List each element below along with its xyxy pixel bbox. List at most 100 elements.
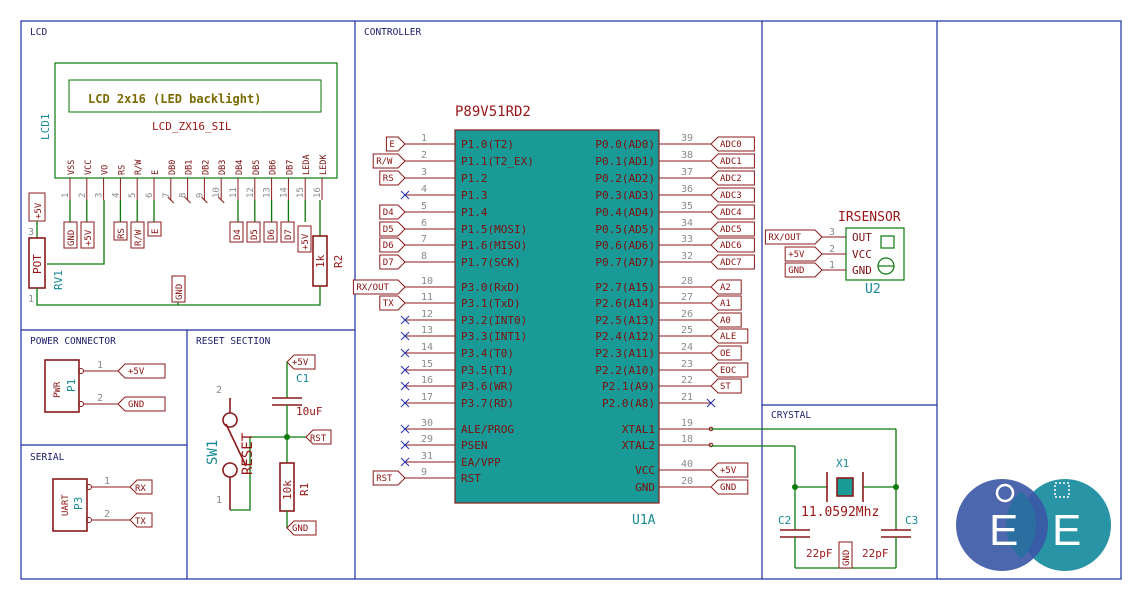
mcu-net-label-box <box>372 153 406 169</box>
mcu-net-label-box <box>710 237 755 253</box>
mcu-net-label-box <box>710 153 755 169</box>
reset-rst-label: RST <box>310 434 327 444</box>
mcu-net-label: RS <box>383 174 394 184</box>
mcu-net-label: ADC6 <box>720 241 742 251</box>
lcd-label-rs: RS <box>117 228 127 239</box>
mcu-net-label: A2 <box>720 283 731 293</box>
pot-pin-3: 3 <box>28 227 34 238</box>
mcu-pin-number: 12 <box>421 309 433 320</box>
ir-net-label-box <box>784 246 823 262</box>
mcu-net-label-box <box>710 170 755 186</box>
mcu-pin-number: 5 <box>421 201 427 212</box>
mcu-nc-mark <box>400 190 410 200</box>
lcd-pin-name: VO <box>101 165 111 175</box>
section-frames <box>20 20 1122 580</box>
mcu-pin-number: 22 <box>681 375 693 386</box>
mcu-pin-number: 27 <box>681 292 693 303</box>
lcd-pin-name: DB4 <box>235 160 245 175</box>
mcu-net-label-box <box>710 279 742 295</box>
sw-pin-2: 2 <box>216 385 222 396</box>
mcu-pin-name: P2.0(A8) <box>602 397 655 410</box>
pot-pin-1: 1 <box>28 294 34 305</box>
mcu-net-label: A0 <box>720 316 731 326</box>
mcu-pin-name: P3.0(RxD) <box>461 281 521 294</box>
mcu-net-label: ADC7 <box>720 258 742 268</box>
mcu-pin-number: 3 <box>421 167 427 178</box>
mcu-pin-name: P0.7(AD7) <box>595 256 655 269</box>
lcd-pin-name: DB7 <box>285 160 295 175</box>
serial-body-label: UART <box>61 494 71 516</box>
mcu-pin-name: P2.6(A14) <box>595 297 655 310</box>
mcu-pin-number: 14 <box>421 342 433 353</box>
mcu-pin-number: 29 <box>421 434 433 445</box>
lcd-pin-number: 3 <box>95 193 105 198</box>
lcd-nc-mark <box>217 196 225 204</box>
mcu-pin-name: PSEN <box>461 439 488 452</box>
section-title-power: POWER CONNECTOR <box>30 336 116 347</box>
mcu-pin-number: 38 <box>681 150 693 161</box>
mcu-net-label: D6 <box>383 241 394 251</box>
mcu-net-label: ADC3 <box>720 191 742 201</box>
mcu-pin-name: XTAL1 <box>622 423 655 436</box>
mcu-body <box>454 129 660 504</box>
mcu-pin-name: P0.2(AD2) <box>595 172 655 185</box>
mcu-net-label-box <box>379 295 406 311</box>
mcu-pin-number: 9 <box>421 467 427 478</box>
mcu-pin-name: P0.5(AD5) <box>595 223 655 236</box>
mcu-net-label: ADC5 <box>720 225 742 235</box>
lcd-pin-number: 11 <box>229 187 239 198</box>
mcu-pin-number: 37 <box>681 167 693 178</box>
crystal-value: 11.0592Mhz <box>801 505 879 520</box>
mcu-pin-name: XTAL2 <box>622 439 655 452</box>
lcd-pin-number: 13 <box>263 187 273 198</box>
mcu-net-label-box <box>710 312 742 328</box>
mcu-nc-mark <box>400 365 410 375</box>
power-connector: PWR P1 1 2 +5V GND <box>44 359 166 413</box>
lcd-label-d4: D4 <box>233 229 243 240</box>
mcu-pin-name: ALE/PROG <box>461 423 514 436</box>
mcu-pin-number: 15 <box>421 359 433 370</box>
mcu-nc-mark <box>400 381 410 391</box>
mcu-nc-mark <box>400 331 410 341</box>
mcu-pin-name: EA/VPP <box>461 456 501 469</box>
lcd-label-leda: +5V <box>301 233 311 250</box>
mcu-pin-number: 26 <box>681 309 693 320</box>
lcd-nc-mark <box>201 196 208 204</box>
ir-net-label: +5V <box>788 250 805 260</box>
mcu-nc-mark <box>400 440 410 450</box>
lcd-pin-number: 16 <box>313 187 323 198</box>
lcd-wiring: GND +5V RS R/W E D4 D5 D6 D7 +5V +5V POT… <box>28 192 345 306</box>
lcd-pin-name: DB2 <box>201 160 211 175</box>
ir-pin-number: 1 <box>829 260 835 271</box>
mcu-pin-number: 2 <box>421 150 427 161</box>
lcd-label-d5: D5 <box>250 229 260 240</box>
lcd-pin-name: R/W <box>134 159 144 175</box>
lcd-pin-name: VSS <box>67 160 77 175</box>
lcd-nc-mark <box>167 196 175 204</box>
logo-ring-icon <box>995 483 1015 503</box>
mcu-pin-name: P1.5(MOSI) <box>461 223 527 236</box>
lcd-ref: LCD1 <box>39 114 52 141</box>
lcd-gnd-label: GND <box>175 284 185 300</box>
lcd-pin-number: 6 <box>145 193 155 198</box>
mcu-pin-name: P1.7(SCK) <box>461 256 521 269</box>
mcu-nc-mark <box>400 398 410 408</box>
ir-net-label-box <box>784 262 823 278</box>
logo-chip-icon <box>1054 482 1070 498</box>
serial-ref: P3 <box>72 497 85 510</box>
serial-pin-1: 1 <box>104 476 110 487</box>
ir-pin-number: 3 <box>829 227 835 238</box>
sw-value: RESET <box>240 432 256 475</box>
ir-net-label: GND <box>788 266 804 276</box>
mcu-pin-name: P0.3(AD3) <box>595 189 655 202</box>
section-title-lcd: LCD <box>30 27 47 38</box>
lcd-nc-mark <box>184 196 191 204</box>
lcd-label-d7: D7 <box>284 229 294 240</box>
mcu-pin-name: P2.4(A12) <box>595 330 655 343</box>
mcu-pin-name: P0.4(AD4) <box>595 206 655 219</box>
mcu-pin-number: 32 <box>681 251 693 262</box>
lcd-label-gnd: GND <box>67 230 77 246</box>
ir-name: IRSENSOR <box>838 210 901 225</box>
lcd-pin-number: 15 <box>296 187 306 198</box>
